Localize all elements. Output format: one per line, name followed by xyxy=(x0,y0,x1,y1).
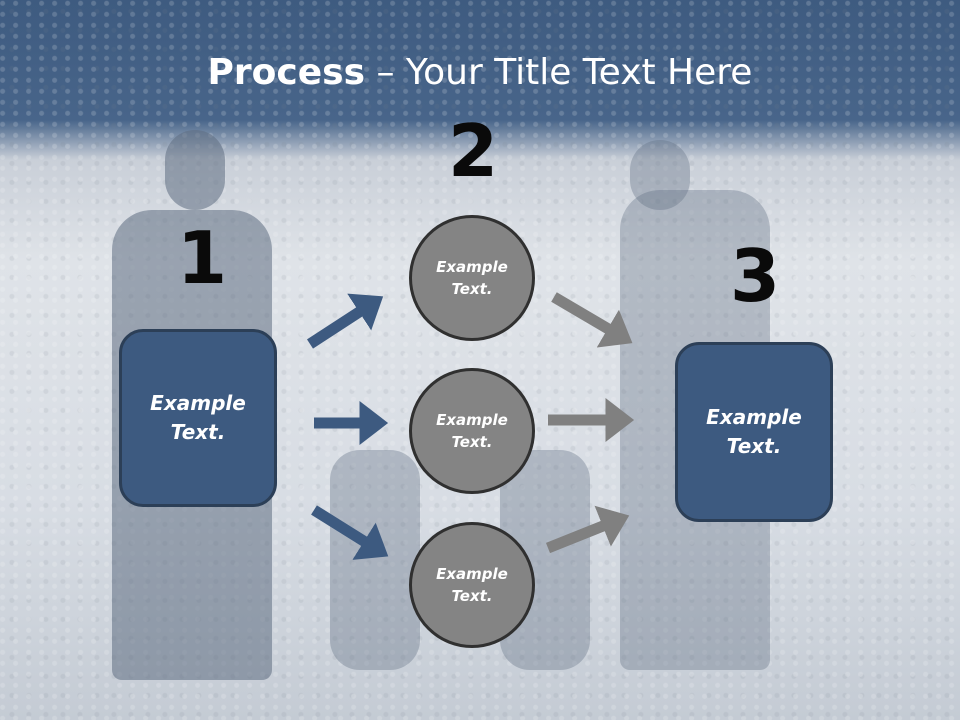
step-3-box: Example Text. xyxy=(675,342,833,522)
step-number-1: 1 xyxy=(177,216,228,300)
title-bold: Process xyxy=(207,52,366,93)
arrow-2-to-3-top xyxy=(551,292,633,348)
step-2-circle-middle: Example Text. xyxy=(409,368,535,494)
slide-title: Process – Your Title Text Here xyxy=(0,52,960,93)
step-2-circle-top: Example Text. xyxy=(409,215,535,341)
step-2-label-bottom: Example Text. xyxy=(436,564,508,606)
arrow-1-to-2-top xyxy=(306,293,384,349)
step-number-3: 3 xyxy=(730,234,781,318)
step-1-label: Example Text. xyxy=(150,391,246,444)
arrow-2-to-3-bottom xyxy=(545,505,630,554)
step-3-label: Example Text. xyxy=(706,405,802,458)
arrow-1-to-2-bottom xyxy=(311,505,389,560)
step-2-label-top: Example Text. xyxy=(436,257,508,299)
title-rest: – Your Title Text Here xyxy=(365,52,753,93)
step-1-box: Example Text. xyxy=(119,329,277,507)
step-2-label-middle: Example Text. xyxy=(436,410,508,452)
step-number-2: 2 xyxy=(448,109,499,193)
step-2-circle-bottom: Example Text. xyxy=(409,522,535,648)
